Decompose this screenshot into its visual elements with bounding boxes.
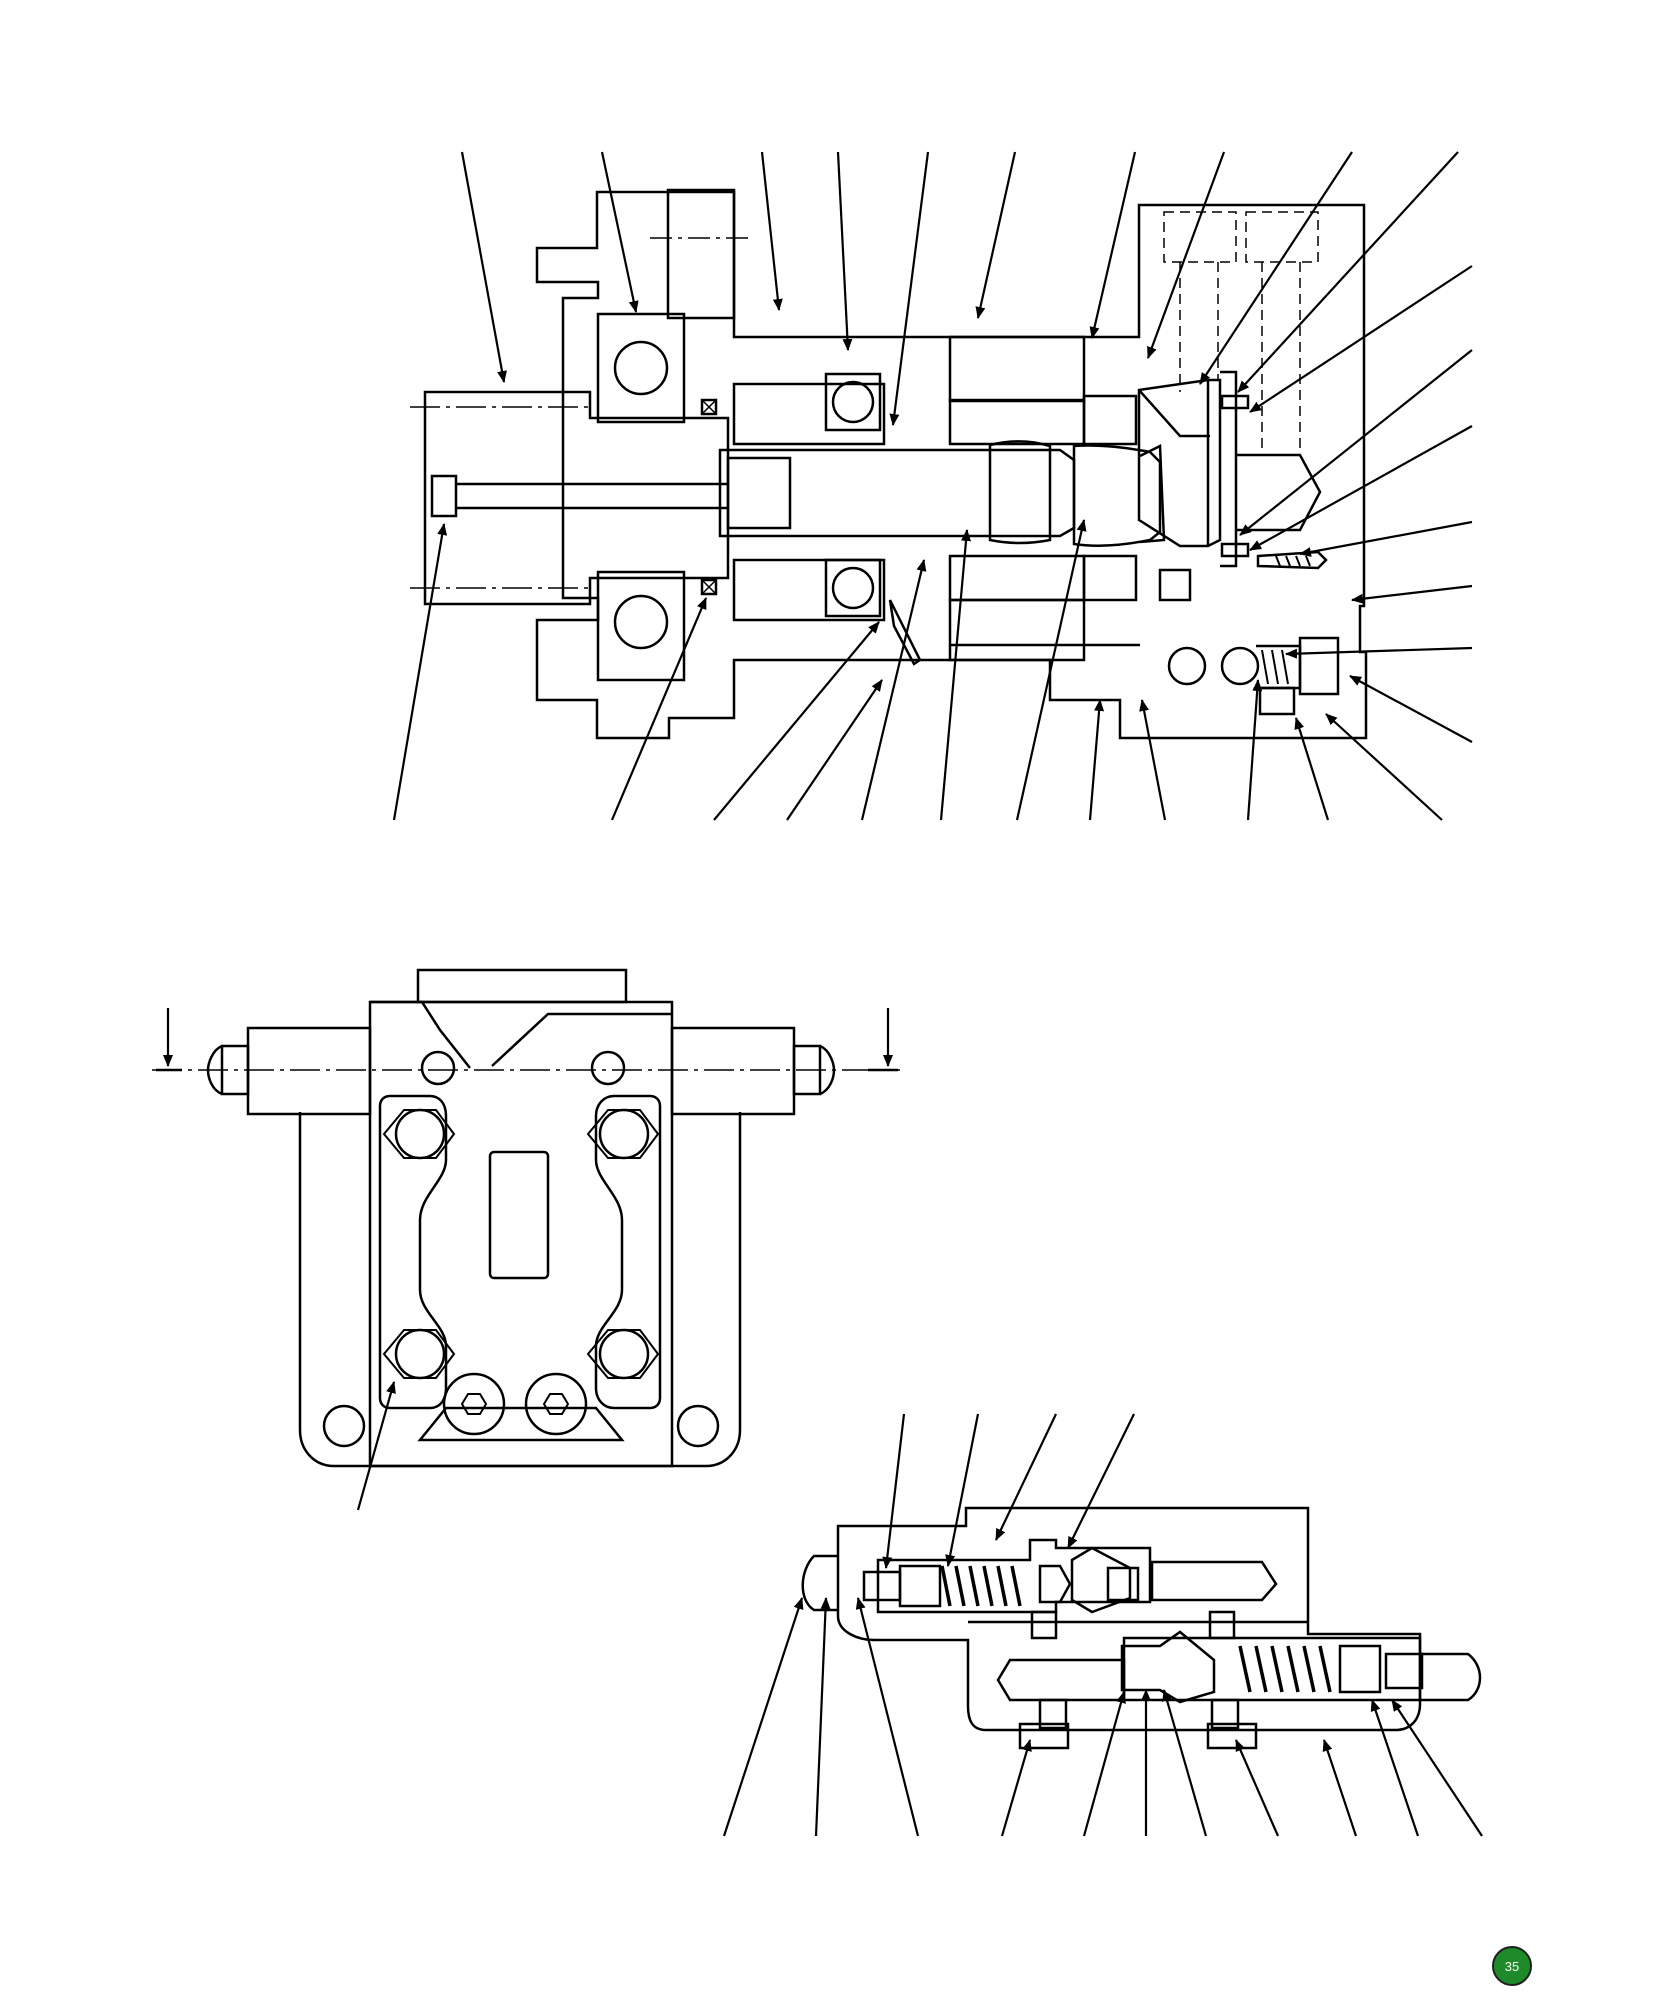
page-number-badge: 35	[1492, 1946, 1532, 1986]
end-cover-view	[152, 968, 900, 1468]
pump-cross-section-view	[410, 188, 1368, 740]
relief-valve-section-view	[801, 1506, 1482, 1750]
top-view-leader-lines	[392, 151, 1473, 821]
relief-valve-leader-lines	[722, 1413, 1483, 1837]
end-cover-leader-lines	[163, 1008, 893, 1511]
